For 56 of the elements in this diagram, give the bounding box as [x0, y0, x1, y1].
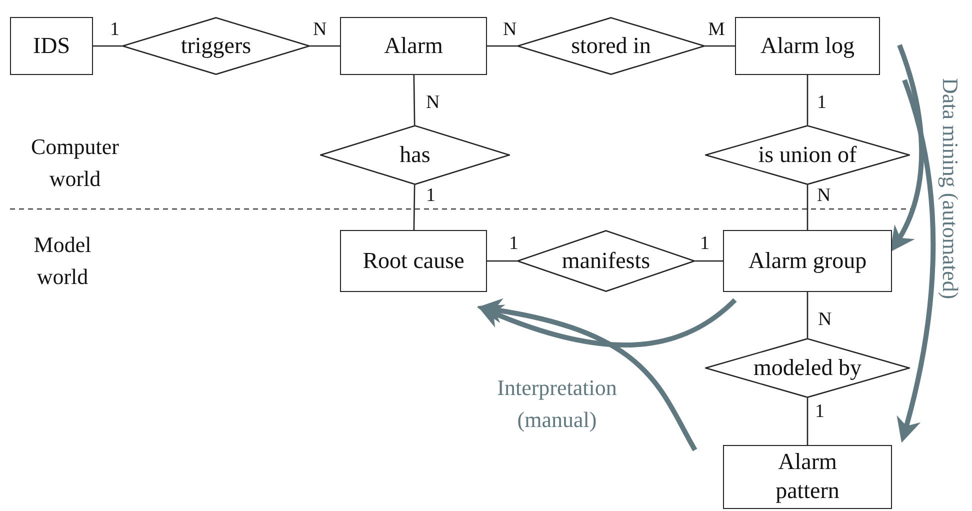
cardinality-label: N	[503, 20, 517, 39]
cardinality-label: 1	[817, 93, 826, 112]
entity-box	[340, 17, 487, 75]
region-label: Model world	[32, 231, 92, 291]
entity-label: IDS	[32, 32, 70, 60]
entity-label: Alarm group	[748, 246, 867, 275]
relationship-diamond	[705, 125, 910, 185]
connector-line	[487, 260, 517, 262]
cardinality-label: 1	[110, 20, 120, 39]
entity-box	[735, 17, 880, 75]
entity-box	[723, 445, 892, 509]
connector-line	[413, 184, 416, 230]
edge-label: Interpretation (manual)	[496, 374, 618, 434]
entity-box	[10, 17, 93, 75]
region-label: Computer world	[30, 133, 120, 193]
curved-arrow	[896, 79, 936, 443]
connector-line	[806, 398, 808, 445]
cardinality-label: 1	[426, 186, 436, 205]
relationship-label: modeled by	[754, 354, 862, 382]
entity-box	[723, 230, 892, 292]
connector-line	[487, 45, 517, 47]
connector-line	[806, 185, 808, 230]
connector-line	[705, 45, 735, 47]
relationship-diamond	[320, 125, 510, 185]
entity-label: Alarm pattern	[774, 448, 840, 505]
relationship-label: stored in	[571, 32, 651, 60]
curved-arrow	[477, 298, 698, 452]
cardinality-label: N	[817, 186, 831, 205]
connector-line	[806, 75, 808, 125]
relationship-diamond	[705, 338, 910, 398]
relationship-diamond	[122, 17, 310, 75]
relationship-label: manifests	[562, 246, 650, 275]
entity-label: Alarm log	[760, 32, 854, 60]
edge-label: Data mining (automated)	[938, 78, 962, 300]
cardinality-label: 1	[815, 402, 824, 421]
cardinality-label: 1	[509, 234, 518, 253]
relationship-diamond	[517, 17, 705, 75]
connector-line	[93, 45, 122, 47]
cardinality-label: N	[818, 310, 832, 329]
cardinality-label: N	[313, 20, 327, 39]
cardinality-label: M	[708, 20, 725, 39]
curved-arrow	[890, 44, 924, 252]
connector-line	[695, 260, 723, 262]
entity-box	[340, 230, 487, 292]
relationship-label: is union of	[758, 140, 857, 169]
cardinality-label: N	[426, 93, 440, 112]
connector-line	[413, 75, 416, 126]
connector-line	[310, 45, 340, 47]
relationship-label: has	[400, 140, 430, 169]
entity-label: Alarm	[384, 32, 443, 60]
relationship-diamond	[517, 230, 695, 292]
connector-line	[806, 292, 808, 338]
curved-arrow	[477, 298, 737, 348]
cardinality-label: 1	[700, 234, 710, 253]
entity-label: Root cause	[362, 246, 464, 275]
relationship-label: triggers	[180, 32, 252, 60]
